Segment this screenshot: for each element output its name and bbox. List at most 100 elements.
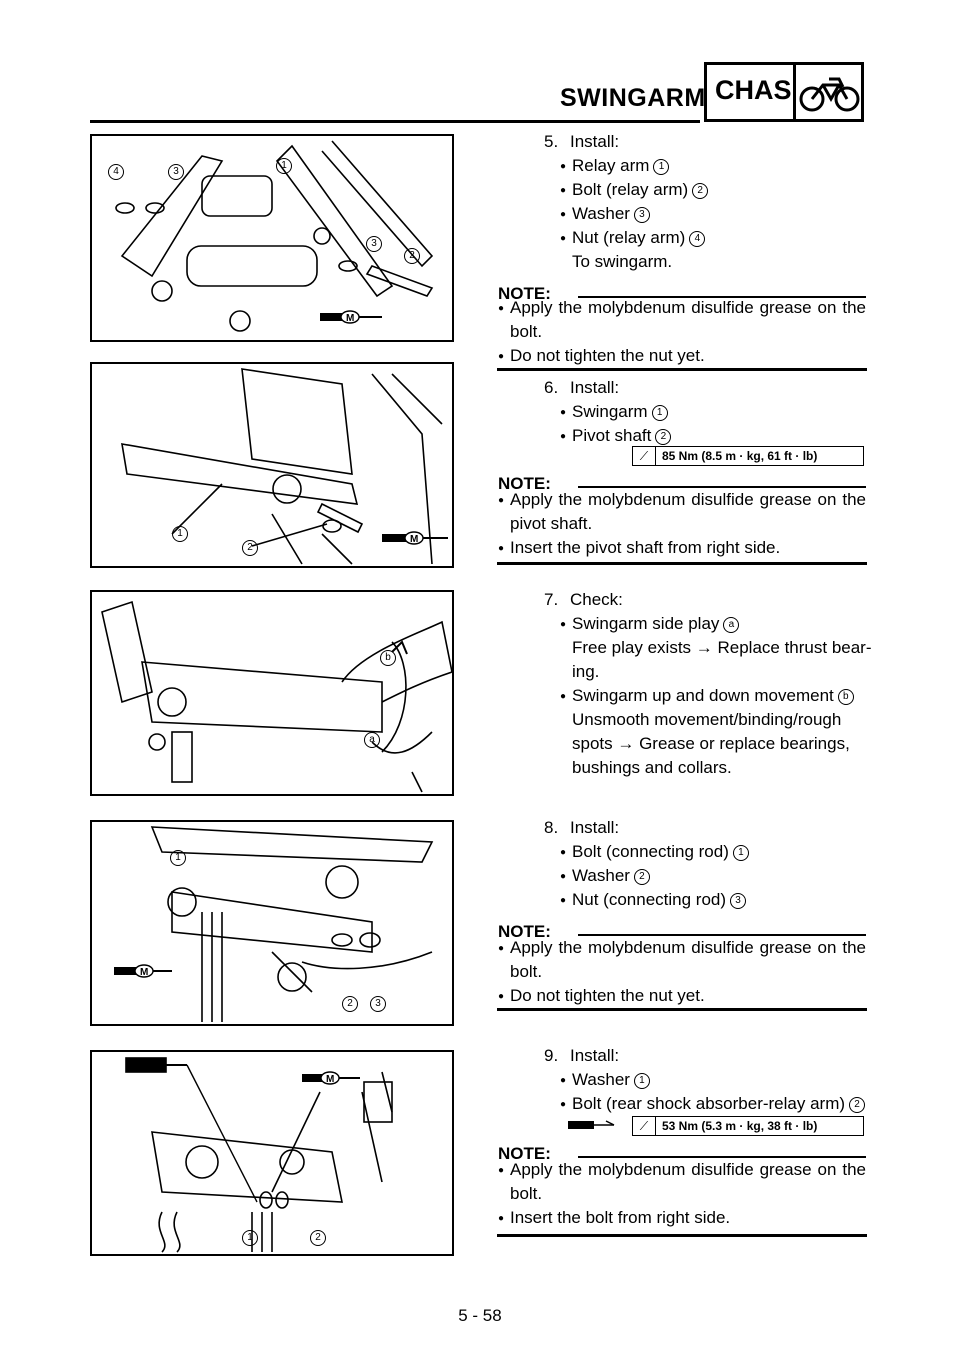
relay-arm-illustration: M (115, 140, 434, 332)
figure-rear-shock-bolt-install: M 1 2 (90, 1050, 454, 1256)
note-end-rule (497, 1008, 867, 1011)
ref-number: 1 (633, 1072, 650, 1089)
figure-swingarm-install: M 1 2 (90, 362, 454, 568)
torque-wrench-icon: ⟋ (633, 447, 656, 465)
note-end-rule (497, 1234, 867, 1237)
chapter-badge: CHAS (704, 62, 864, 122)
grease-symbol: M (302, 1071, 360, 1085)
step-8-heading: 8.Install: (544, 818, 619, 838)
step-action: Install: (570, 1046, 620, 1065)
figure-swingarm-check: b a (90, 590, 454, 796)
note-rule (578, 1156, 866, 1158)
page-title: SWINGARM (560, 84, 706, 112)
motorcycle-icon (799, 77, 860, 112)
note-end-rule (497, 368, 867, 371)
svg-text:M: M (346, 313, 354, 324)
svg-text:M: M (326, 1074, 334, 1085)
callout-2: 2 (404, 248, 420, 264)
figure-connecting-rod-install: M 1 2 3 (90, 820, 454, 1026)
rear-shock-illustration: M (125, 1057, 393, 1253)
step-7-heading: 7.Check: (544, 590, 623, 610)
torque-spec: ⟋85 Nm (8.5 m · kg, 61 ft · lb) (632, 446, 864, 466)
ref-number: 2 (849, 1096, 866, 1113)
note-rule (578, 934, 866, 936)
note-item: Apply the molybdenum disulfide grease on… (498, 936, 866, 984)
callout-1: 1 (242, 1230, 258, 1246)
list-item: Bolt (relay arm)2 (560, 180, 709, 200)
torque-wrench-icon: ⟋ (633, 1117, 656, 1135)
list-item: Bolt (rear shock absorber-relay arm)2 (560, 1094, 866, 1114)
svg-text:M: M (410, 534, 418, 545)
callout-3: 3 (168, 164, 184, 180)
callout-3b: 3 (366, 236, 382, 252)
step-9-heading: 9. Install: (544, 1046, 619, 1066)
callout-1: 1 (170, 850, 186, 866)
step-action: Install: (570, 378, 620, 397)
ref-number: 1 (653, 158, 670, 175)
page-number: 5 - 58 (458, 1306, 502, 1325)
callout-2: 2 (342, 996, 358, 1012)
note-item: Apply the molybdenum disulfide grease on… (498, 488, 866, 536)
callout-1: 1 (276, 158, 292, 174)
connecting-rod-illustration: M (114, 826, 434, 1022)
locking-agent-icon (568, 1120, 615, 1129)
chapter-code: CHAS (715, 75, 792, 105)
step-action: Install: (570, 132, 620, 151)
ref-number: 2 (692, 182, 709, 199)
step-extra: To swingarm. (572, 252, 673, 271)
detail-text: ing. (572, 662, 600, 681)
list-item: Nut (relay arm)4 (560, 228, 706, 248)
step-action: Check: (570, 590, 623, 609)
ref-number: 3 (730, 892, 747, 909)
header-rule (90, 120, 700, 123)
callout-4: 4 (108, 164, 124, 180)
note-item: Do not tighten the nut yet. (498, 984, 866, 1009)
ref-number: 2 (655, 428, 672, 445)
ref-number: 2 (633, 868, 650, 885)
callout-3: 3 (370, 996, 386, 1012)
callout-1: 1 (172, 526, 188, 542)
step-6-heading: 6. Install: (544, 378, 619, 398)
step-number: 8. (544, 818, 559, 837)
note-rule (578, 486, 866, 488)
swingarm-illustration: M (121, 368, 448, 565)
ref-number: 3 (633, 206, 650, 223)
ref-letter: b (837, 688, 854, 705)
list-item: Bolt (connecting rod)1 (560, 842, 749, 862)
torque-spec: ⟋53 Nm (5.3 m · kg, 38 ft · lb) (632, 1116, 864, 1136)
detail-text: Free play exists → Replace thrust bear- (572, 638, 872, 657)
svg-text:M: M (140, 967, 148, 978)
ref-number: 4 (689, 230, 706, 247)
figure-relay-arm-install: M 4 3 1 3 2 (90, 134, 454, 342)
ref-number: 1 (651, 404, 668, 421)
callout-a: a (364, 732, 380, 748)
note-item: Do not tighten the nut yet. (498, 344, 866, 369)
list-item: Nut (connecting rod)3 (560, 890, 747, 910)
step-number: 5. (544, 132, 559, 151)
callout-b: b (380, 650, 396, 666)
grease-symbol: M (382, 531, 448, 545)
callout-2: 2 (310, 1230, 326, 1246)
ref-letter: a (723, 616, 740, 633)
step-number: 6. (544, 378, 559, 397)
note-item: Apply the molybdenum disulfide grease on… (498, 296, 866, 344)
detail-text: Unsmooth movement/binding/rough (572, 710, 842, 729)
ref-number: 1 (732, 844, 749, 861)
step-number: 9. (544, 1046, 559, 1065)
note-end-rule (497, 562, 867, 565)
badge-divider (793, 65, 796, 119)
note-item: Insert the bolt from right side. (498, 1206, 866, 1231)
callout-2: 2 (242, 540, 258, 556)
swingarm-check-illustration (101, 600, 452, 793)
note-item: Apply the molybdenum disulfide grease on… (498, 1158, 866, 1206)
step-5-heading: 5. Install: (544, 132, 619, 152)
grease-symbol: M (320, 310, 382, 324)
detail-text: bushings and collars. (572, 758, 732, 777)
